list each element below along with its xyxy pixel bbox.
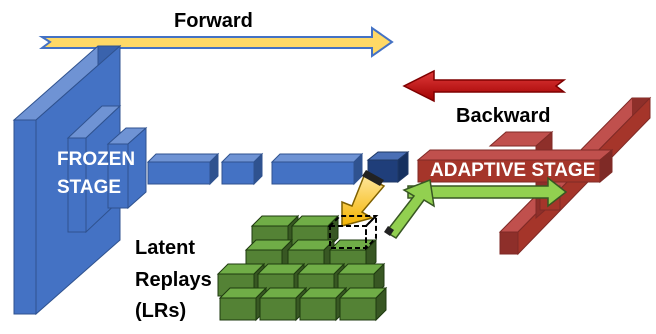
latent-label-line1: Latent (135, 237, 195, 259)
latent-replay-cube (338, 286, 388, 322)
latent-replay-cube (258, 286, 308, 322)
forward-arrow (38, 26, 394, 58)
latent-label-line3: (LRs) (135, 300, 186, 322)
frozen-stage-layers (146, 150, 410, 186)
frozen-stage-plates (12, 44, 148, 316)
latent-storage-arrow (341, 170, 386, 227)
latent-label-line2: Replays (135, 269, 212, 291)
latent-replay-cube (218, 286, 268, 322)
backward-label: Backward (456, 105, 551, 127)
forward-label: Forward (174, 10, 253, 32)
frozen-label-line1: FROZEN (57, 149, 135, 170)
latent-replay-cube (298, 286, 348, 322)
backward-arrow (402, 69, 567, 103)
frozen-label-line2: STAGE (57, 177, 121, 198)
latent-replay-cubes (216, 214, 388, 322)
new-replay-slot (327, 213, 379, 251)
replay-injection-arrow (384, 176, 568, 239)
adaptive-label: ADAPTIVE STAGE (430, 160, 595, 181)
